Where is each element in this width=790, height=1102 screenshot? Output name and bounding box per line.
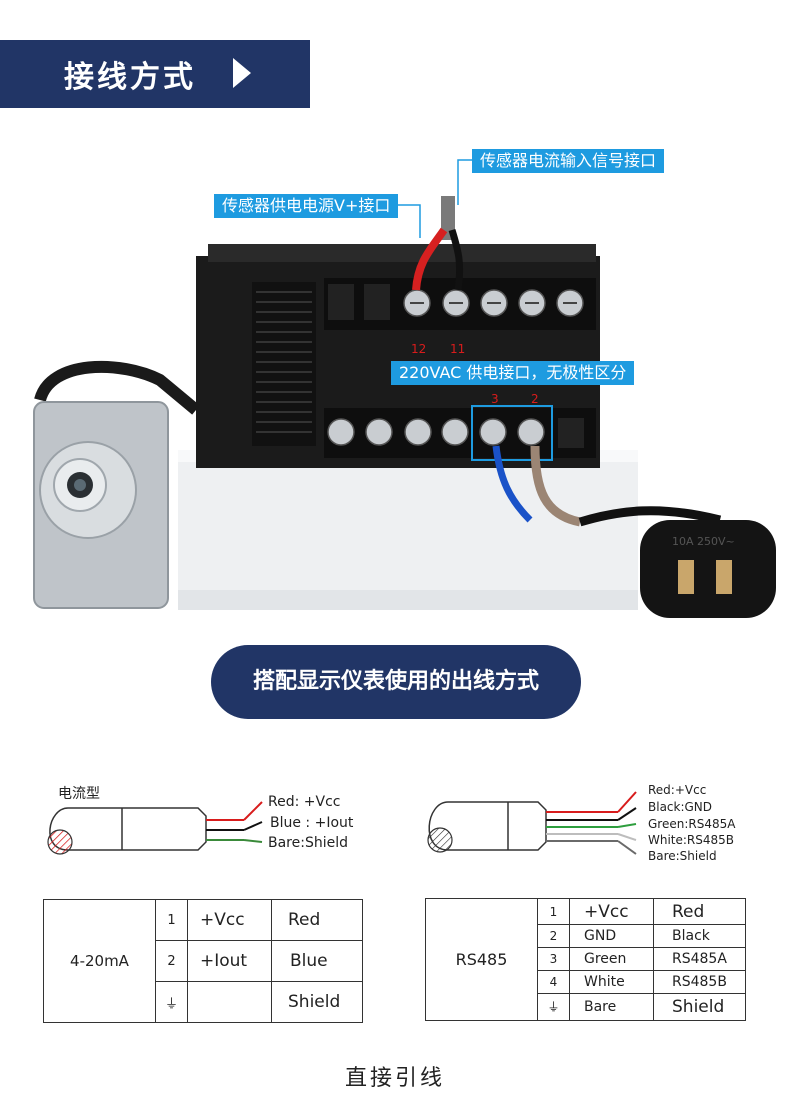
lower-terminals (327, 405, 584, 461)
rs485-cable-diagram (427, 791, 637, 855)
section-title: 接线方式 (64, 60, 196, 95)
color-cell: RS485B (653, 969, 746, 994)
pin-cell: 4 (537, 969, 570, 994)
ground-icon: ⏚ (155, 981, 188, 1023)
terminal-number-11: 11 (450, 342, 466, 356)
current-wire-bare: Bare:Shield (268, 835, 349, 851)
current-wire-red: Red: +Vcc (268, 794, 341, 810)
table-row: 2 +Iout Blue (44, 940, 363, 982)
current-cable-diagram (47, 801, 263, 855)
signal-cell: RS485 (425, 898, 538, 1021)
header-banner (0, 40, 310, 108)
pin-cell: 1 (537, 897, 570, 926)
color-cell: Black (653, 924, 746, 948)
rs485-wire-green: Green:RS485A (648, 817, 736, 831)
rs485-wiring-table: RS485 1 +Vcc Red 2 GND Black 3 Green RS4… (425, 897, 746, 1022)
current-type-label: 电流型 (58, 786, 100, 802)
acrylic-stand (178, 450, 638, 610)
rs485-wire-white: White:RS485B (648, 833, 735, 847)
terminal-number-2: 2 (531, 392, 539, 406)
color-cell: Shield (271, 981, 363, 1023)
pin-cell: 2 (155, 940, 188, 982)
function-cell: Green (569, 947, 654, 971)
table-row: 4 White RS485B (426, 969, 746, 994)
callout-sensor-input: 传感器电流输入信号接口 (472, 149, 665, 173)
table-row: 4-20mA 1 +Vcc Red (43, 899, 363, 1023)
plug-marking: 10A 250V~ (672, 535, 735, 548)
pin-cell: 3 (537, 947, 570, 971)
current-wire-blue: Blue : +Iout (270, 815, 354, 831)
play-triangle-icon (233, 58, 251, 88)
function-cell: White (569, 969, 654, 994)
color-cell: Blue (271, 940, 363, 982)
upper-terminals (328, 284, 584, 320)
function-cell: +Vcc (187, 899, 272, 941)
power-plug (640, 520, 776, 618)
pin-cell: 1 (155, 899, 188, 941)
terminal-number-12: 12 (411, 342, 427, 356)
terminal-number-3: 3 (491, 392, 499, 406)
table-row: ⏚ Bare Shield (426, 992, 746, 1022)
usage-pill: 搭配显示仪表使用的出线方式 (211, 645, 581, 719)
function-cell: +Iout (187, 940, 272, 982)
function-cell (187, 981, 272, 1023)
wiring-photo: 10A 250V~ (33, 196, 776, 618)
ground-icon: ⏚ (537, 992, 570, 1022)
function-cell: GND (569, 924, 654, 948)
color-cell: Shield (653, 992, 746, 1022)
rs485-wire-black: Black:GND (648, 800, 713, 814)
callout-ac-power: 220VAC 供电接口，无极性区分 (391, 361, 635, 385)
rs485-wire-bare: Bare:Shield (648, 849, 717, 863)
table-row: ⏚ Shield (44, 981, 363, 1023)
footer-caption: 直接引线 (344, 1066, 445, 1091)
function-cell: +Vcc (569, 897, 654, 926)
color-cell: Red (653, 897, 746, 926)
current-wiring-table: 4-20mA 1 +Vcc Red 2 +Iout Blue ⏚ Shield (43, 899, 363, 1023)
callout-sensor-power: 传感器供电电源V+接口 (214, 194, 399, 218)
function-cell: Bare (569, 992, 654, 1022)
vent-grille (252, 282, 316, 446)
signal-cell: 4-20mA (43, 899, 156, 1023)
color-cell: RS485A (653, 947, 746, 971)
rs485-wire-red: Red:+Vcc (648, 783, 707, 797)
pin-cell: 2 (537, 924, 570, 948)
color-cell: Red (271, 899, 363, 941)
table-row: RS485 1 +Vcc Red (425, 897, 746, 1021)
